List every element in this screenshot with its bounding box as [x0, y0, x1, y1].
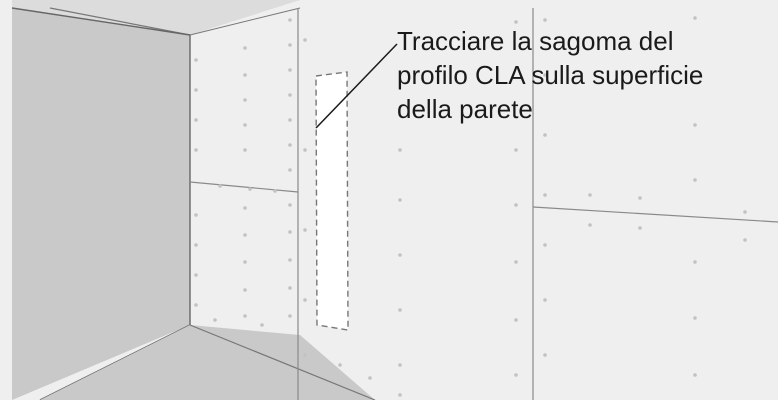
caption-line-2: profilo CLA sulla superficie	[397, 60, 704, 90]
caption-line-1: Tracciare la sagoma del	[397, 26, 674, 56]
screw-dots	[194, 16, 747, 397]
floor	[40, 325, 375, 400]
cla-profile-outline	[315, 71, 349, 331]
ceiling-edge	[49, 7, 191, 36]
instruction-caption: Tracciare la sagoma del profilo CLA sull…	[397, 24, 703, 126]
caption-leader-line	[315, 43, 398, 129]
panel-seam-h-right	[532, 206, 778, 223]
ceiling	[12, 0, 300, 35]
caption-line-3: della parete	[397, 94, 533, 124]
left-side-wall	[12, 8, 190, 400]
panel-seam-h-left	[189, 181, 299, 193]
floor-edge	[189, 324, 376, 400]
left-wall-edge-top	[11, 7, 191, 36]
ceiling-edge-right	[189, 7, 301, 36]
